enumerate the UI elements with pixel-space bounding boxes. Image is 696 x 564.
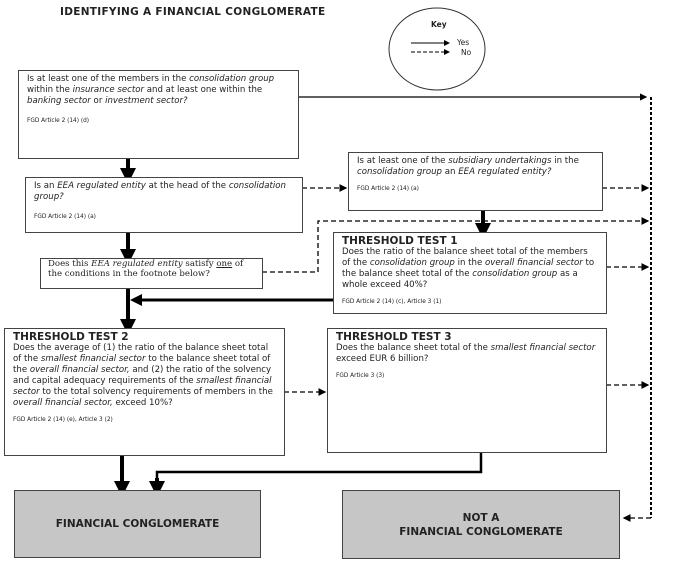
question-footnote-conditions: Does this EEA regulated entity satisfy o… <box>40 258 263 289</box>
legal-reference: FGD Article 2 (14) (e), Article 3 (2) <box>13 417 113 423</box>
key-yes-label: Yes <box>457 38 470 47</box>
yes-arrows <box>114 93 648 497</box>
threshold-test-heading: THRESHOLD TEST 1 <box>342 235 458 247</box>
threshold-test-3: THRESHOLD TEST 3 Does the balance sheet … <box>327 328 607 453</box>
key-no-label: No <box>461 48 472 57</box>
no-arrows <box>262 97 652 522</box>
legal-reference: FGD Article 2 (14) (a) <box>34 214 96 220</box>
question-consolidation-sectors: Is at least one of the members in the co… <box>18 70 299 159</box>
threshold-test-2: THRESHOLD TEST 2 Does the average of (1)… <box>4 328 285 456</box>
key-ellipse <box>388 7 486 91</box>
legal-reference: FGD Article 2 (14) (a) <box>357 186 419 192</box>
legal-reference: FGD Article 3 (3) <box>336 373 385 379</box>
threshold-test-heading: THRESHOLD TEST 3 <box>336 331 452 343</box>
threshold-test-1: THRESHOLD TEST 1 Does the ratio of the b… <box>333 232 607 314</box>
question-subsidiary-eea: Is at least one of the subsidiary undert… <box>348 152 603 211</box>
legal-reference: FGD Article 2 (14) (c), Article 3 (1) <box>342 299 442 305</box>
page-title: IDENTIFYING A FINANCIAL CONGLOMERATE <box>60 6 326 18</box>
legal-reference: FGD Article 2 (14) (d) <box>27 118 90 124</box>
threshold-test-heading: THRESHOLD TEST 2 <box>13 331 129 343</box>
question-eea-head: Is an EEA regulated entity at the head o… <box>25 177 303 233</box>
key-title: Key <box>431 20 447 29</box>
outcome-financial-conglomerate: FINANCIAL CONGLOMERATE <box>14 490 261 558</box>
